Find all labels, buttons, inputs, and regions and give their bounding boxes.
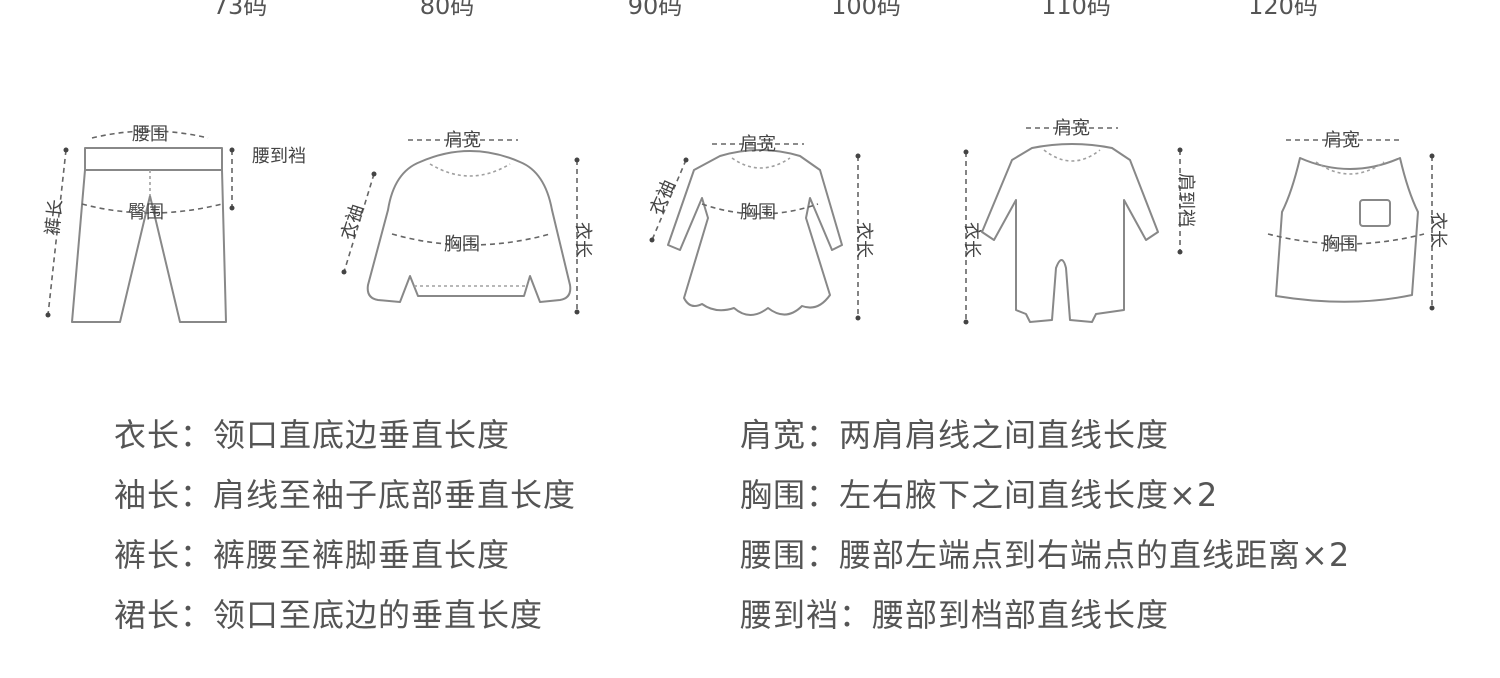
garment-diagram-canvas: 腰围 腰到裆 臀围 裤长	[42, 118, 1448, 325]
sweater-diagram: 肩宽 衣袖 胸围 衣长	[337, 130, 593, 315]
legend-item: 裙长：领口至底边的垂直长度	[114, 596, 544, 634]
vest-outline	[1275, 157, 1419, 303]
waist-measure: 腰围	[91, 124, 209, 145]
pants-outline	[71, 147, 227, 323]
chest-label: 胸围	[444, 234, 480, 255]
length-measure: 衣长	[572, 157, 593, 315]
shoulder-to-crotch-measure: 肩到裆	[1175, 147, 1196, 255]
length-label: 衣长	[853, 222, 874, 258]
legend-item: 胸围：左右腋下之间直线长度×2	[740, 476, 1219, 514]
shoulder-measure: 肩宽	[408, 130, 518, 151]
dress-diagram: 肩宽 衣袖 胸围 衣长	[646, 134, 874, 321]
shoulder-label: 肩宽	[445, 130, 481, 151]
shoulder-measure: 肩宽	[712, 134, 804, 155]
sleeve-measure: 衣袖	[337, 171, 377, 275]
legend-item: 肩宽：两肩肩线之间直线长度	[740, 416, 1170, 454]
romper-outline	[981, 143, 1159, 323]
legend-item: 腰到裆：腰部到档部直线长度	[740, 596, 1170, 634]
length-label: 衣长	[961, 222, 982, 258]
garment-diagrams: 腰围 腰到裆 臀围 裤长	[0, 100, 1500, 340]
shoulder-label: 肩宽	[1324, 130, 1360, 151]
measurement-legend: 衣长：领口直底边垂直长度 袖长：肩线至袖子底部垂直长度 裤长：裤腰至裤脚垂直长度…	[0, 400, 1500, 660]
chest-measure: 胸围	[391, 233, 551, 255]
size-label: 80码	[419, 0, 475, 20]
hip-label: 臀围	[128, 202, 164, 223]
length-label: 衣长	[572, 222, 593, 258]
romper-diagram: 肩宽 衣长 肩到裆	[961, 118, 1196, 325]
pants-length-label: 裤长	[42, 198, 67, 236]
shoulder-measure: 肩宽	[1026, 118, 1118, 139]
size-label-row: 73码 80码 90码 100码 110码 120码	[0, 0, 1500, 20]
length-label: 衣长	[1427, 212, 1448, 248]
size-label: 110码	[1041, 0, 1111, 20]
length-measure: 衣长	[853, 153, 874, 321]
sleeve-label: 衣袖	[646, 177, 680, 218]
legend-item: 腰围：腰部左端点到右端点的直线距离×2	[740, 536, 1351, 574]
pants-length-measure: 裤长	[42, 147, 69, 318]
legend-item: 袖长：肩线至袖子底部垂直长度	[114, 476, 577, 514]
pants-diagram: 腰围 腰到裆 臀围 裤长	[42, 124, 306, 323]
legend-item: 裤长：裤腰至裤脚垂直长度	[114, 536, 511, 574]
legend-item: 衣长：领口直底边垂直长度	[114, 416, 511, 454]
chest-measure: 胸围	[701, 202, 819, 223]
chest-measure: 胸围	[1267, 233, 1425, 255]
hip-measure: 臀围	[81, 202, 223, 223]
chest-label: 胸围	[1322, 234, 1358, 255]
chest-label: 胸围	[740, 202, 776, 223]
shoulder-measure: 肩宽	[1286, 130, 1402, 151]
shoulder-label: 肩宽	[1054, 118, 1090, 139]
length-measure: 衣长	[1427, 153, 1448, 311]
shoulder-label: 肩宽	[740, 134, 776, 155]
shoulder-to-crotch-label: 肩到裆	[1175, 173, 1196, 227]
length-measure: 衣长	[961, 149, 982, 325]
waist-label: 腰围	[132, 124, 168, 145]
waist-to-crotch-measure: 腰到裆	[229, 146, 306, 211]
size-label: 100码	[831, 0, 901, 20]
size-label: 120码	[1248, 0, 1318, 20]
size-label: 73码	[212, 0, 268, 20]
waist-to-crotch-label: 腰到裆	[252, 146, 306, 167]
vest-diagram: 肩宽 胸围 衣长	[1267, 130, 1448, 311]
size-label: 90码	[627, 0, 683, 20]
sweater-outline	[366, 150, 572, 303]
dress-outline	[667, 149, 843, 316]
sleeve-label: 衣袖	[337, 202, 368, 243]
sleeve-measure: 衣袖	[646, 157, 689, 243]
waist-to-crotch-label: 腰到裆	[252, 146, 306, 167]
